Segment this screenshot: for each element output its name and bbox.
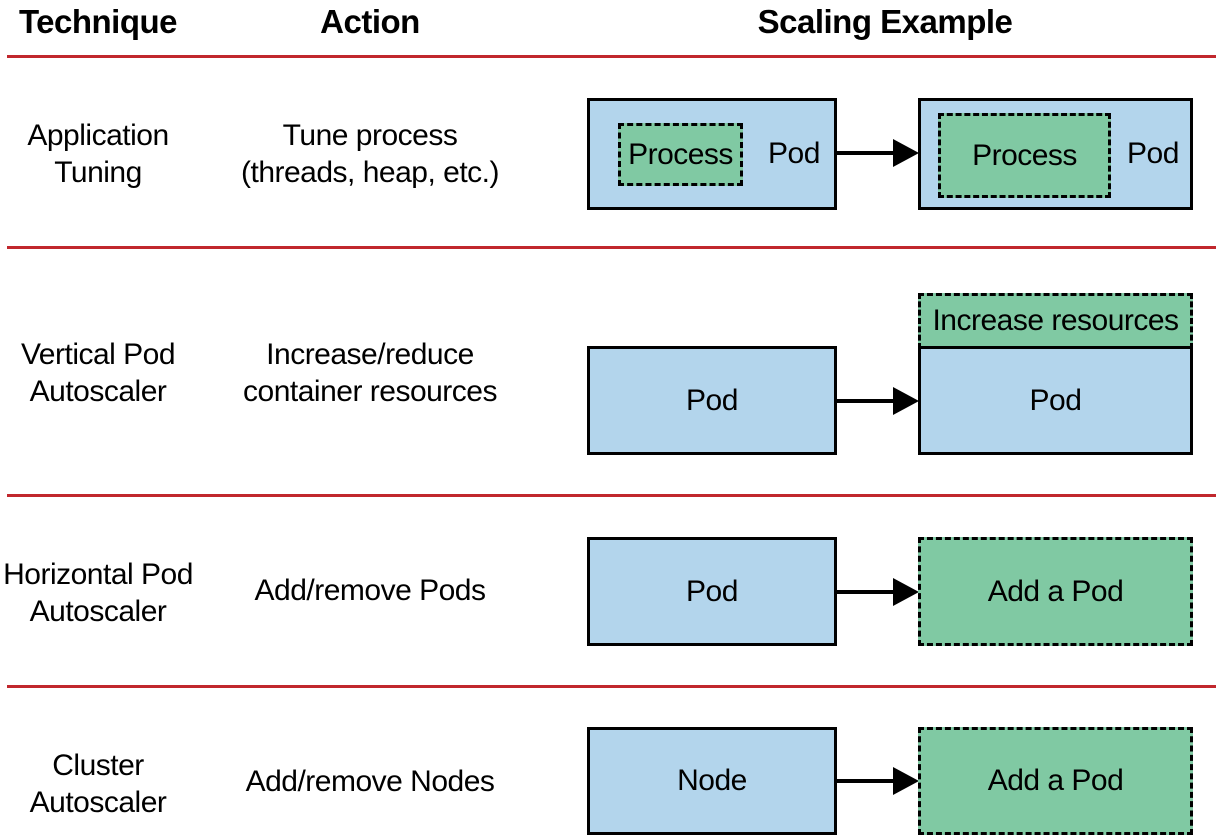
row-cluster-autoscaler-action: Add/remove Nodes bbox=[220, 763, 520, 800]
process-box-before: Process bbox=[618, 123, 743, 186]
node-box: Node bbox=[587, 727, 837, 835]
technique-line: Cluster bbox=[52, 749, 144, 782]
pod-label: Pod bbox=[1029, 383, 1082, 417]
row-vertical-pod-autoscaler-technique: Vertical Pod Autoscaler bbox=[0, 336, 196, 410]
action-line: (threads, heap, etc.) bbox=[241, 156, 499, 189]
arrow-icon bbox=[837, 387, 919, 415]
action-line: container resources bbox=[243, 375, 497, 408]
action-line: Add/remove Pods bbox=[254, 574, 486, 607]
process-label: Process bbox=[628, 137, 733, 171]
technique-line: Application bbox=[27, 119, 169, 152]
increase-resources-box: Increase resources bbox=[918, 293, 1193, 349]
divider-row-2 bbox=[7, 494, 1216, 497]
pod-box-before: Pod bbox=[587, 537, 837, 646]
technique-line: Autoscaler bbox=[29, 595, 167, 628]
pod-box-after: Process Pod bbox=[918, 98, 1193, 210]
add-pod-label: Add a Pod bbox=[987, 764, 1124, 797]
pod-box-before: Process Pod bbox=[587, 98, 837, 210]
arrow-icon bbox=[837, 139, 919, 167]
row-horizontal-pod-autoscaler-technique: Horizontal Pod Autoscaler bbox=[0, 556, 196, 630]
increase-resources-label: Increase resources bbox=[932, 304, 1179, 337]
technique-line: Vertical Pod bbox=[20, 338, 176, 371]
action-line: Add/remove Nodes bbox=[245, 765, 495, 798]
row-application-tuning-action: Tune process (threads, heap, etc.) bbox=[220, 117, 520, 191]
header-technique: Technique bbox=[18, 3, 178, 40]
header-scaling-example: Scaling Example bbox=[757, 3, 1013, 40]
header-action: Action bbox=[320, 3, 420, 40]
divider-row-1 bbox=[7, 246, 1216, 249]
row-vertical-pod-autoscaler-action: Increase/reduce container resources bbox=[220, 336, 520, 410]
divider-header bbox=[7, 55, 1216, 58]
pod-label: Pod bbox=[768, 137, 820, 170]
action-line: Increase/reduce bbox=[266, 338, 474, 371]
arrow-icon bbox=[837, 578, 919, 606]
add-pod-label: Add a Pod bbox=[987, 574, 1124, 608]
technique-line: Horizontal Pod bbox=[3, 558, 193, 591]
process-box-after: Process bbox=[938, 113, 1111, 198]
pod-label: Pod bbox=[1127, 137, 1179, 170]
technique-line: Tuning bbox=[54, 156, 142, 189]
pod-label: Pod bbox=[686, 574, 738, 608]
pod-box-before: Pod bbox=[587, 346, 837, 455]
row-cluster-autoscaler-technique: Cluster Autoscaler bbox=[0, 747, 196, 821]
add-pod-box: Add a Pod bbox=[918, 727, 1193, 835]
pod-label: Pod bbox=[686, 383, 738, 417]
process-label: Process bbox=[972, 138, 1077, 172]
node-label: Node bbox=[677, 764, 747, 797]
action-line: Tune process bbox=[282, 119, 458, 152]
add-pod-box: Add a Pod bbox=[918, 537, 1193, 646]
technique-line: Autoscaler bbox=[29, 786, 167, 819]
arrow-icon bbox=[837, 767, 919, 795]
technique-line: Autoscaler bbox=[29, 375, 167, 408]
divider-row-3 bbox=[7, 685, 1216, 688]
row-application-tuning-technique: Application Tuning bbox=[0, 117, 196, 191]
row-horizontal-pod-autoscaler-action: Add/remove Pods bbox=[220, 572, 520, 609]
pod-box-after: Pod bbox=[918, 346, 1193, 455]
